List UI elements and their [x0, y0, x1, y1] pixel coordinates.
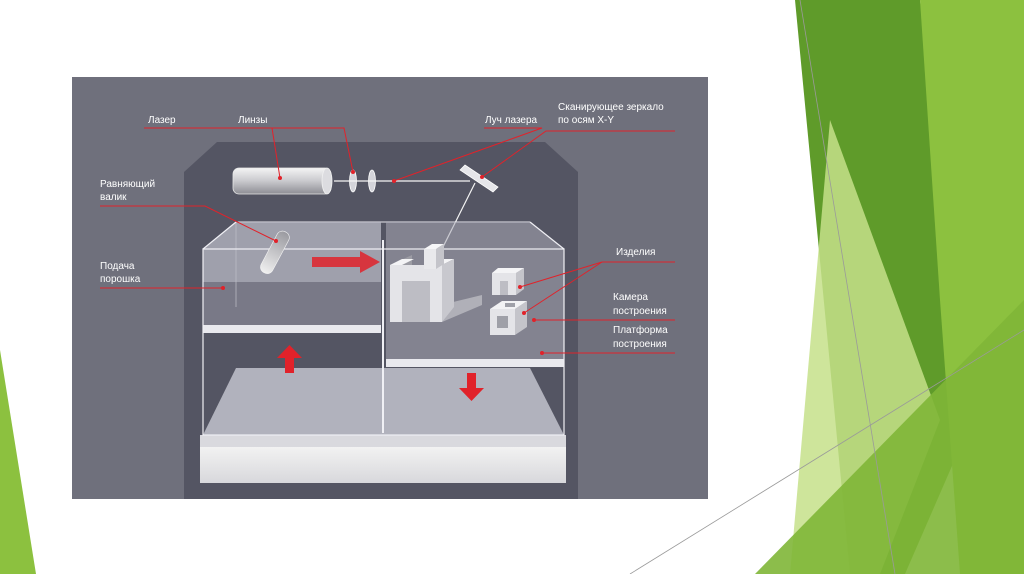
- label-beam: Луч лазера: [485, 115, 538, 126]
- deco-left-sliver: [0, 350, 36, 574]
- dot-product-b: [522, 311, 526, 315]
- arrow-feed-up: [277, 345, 302, 373]
- product-large: [390, 244, 482, 322]
- dot-lenses: [351, 170, 355, 174]
- leader-beam: [393, 127, 543, 182]
- dot-beam: [392, 179, 396, 183]
- glass-box-edge-right: [529, 221, 565, 250]
- label-powder-line2: порошка: [100, 274, 141, 285]
- product-cube-frame: [490, 301, 527, 335]
- deco-thin-line-2: [629, 329, 1024, 574]
- scanning-mirror: [459, 164, 499, 193]
- label-products: Изделия: [616, 247, 655, 258]
- machine-base-top: [200, 435, 566, 447]
- leader-roller: [100, 205, 277, 242]
- label-laser: Лазер: [148, 115, 176, 126]
- dot-powder: [221, 286, 225, 290]
- label-lenses: Линзы: [238, 115, 267, 126]
- dot-laser: [278, 176, 282, 180]
- leader-lenses: [236, 127, 354, 173]
- sls-printer-diagram: Лазер Линзы Луч лазера Сканирующее зерка…: [72, 77, 708, 499]
- label-platform-line2: построения: [613, 339, 667, 350]
- label-roller-line2: валик: [100, 192, 127, 203]
- label-mirror-line1: Сканирующее зеркало: [558, 102, 664, 113]
- label-powder-line1: Подача: [100, 261, 135, 272]
- dot-roller: [274, 239, 278, 243]
- label-roller-line1: Равняющий: [100, 179, 155, 190]
- leader-products-b: [523, 261, 603, 314]
- leader-mirror: [481, 130, 675, 178]
- label-mirror-line2: по осям X-Y: [558, 115, 614, 126]
- product-small-u: [492, 268, 524, 295]
- dot-product-a: [518, 285, 522, 289]
- laser-tube: [232, 167, 332, 195]
- dot-chamber: [532, 318, 536, 322]
- powder-feed-platform: [203, 282, 381, 327]
- deco-thin-line-1: [799, 0, 896, 574]
- machine-base: [200, 447, 566, 483]
- dot-platform: [540, 351, 544, 355]
- leveling-roller: [260, 230, 290, 274]
- laser-tube-end: [321, 167, 333, 195]
- deco-right-bottom: [755, 300, 1024, 574]
- label-platform-line1: Платформа: [613, 324, 668, 336]
- powder-feed-surface: [203, 222, 381, 282]
- glass-box-edge-left: [202, 221, 237, 250]
- label-chamber-line1: Камера: [613, 292, 648, 303]
- dot-mirror: [480, 175, 484, 179]
- leader-products-a: [519, 261, 603, 288]
- arrow-platform-down: [459, 373, 484, 401]
- label-chamber-line2: построения: [613, 306, 667, 317]
- build-platform-plate: [386, 359, 564, 367]
- powder-feed-plate: [203, 325, 381, 333]
- arrow-powder-transfer: [312, 251, 380, 273]
